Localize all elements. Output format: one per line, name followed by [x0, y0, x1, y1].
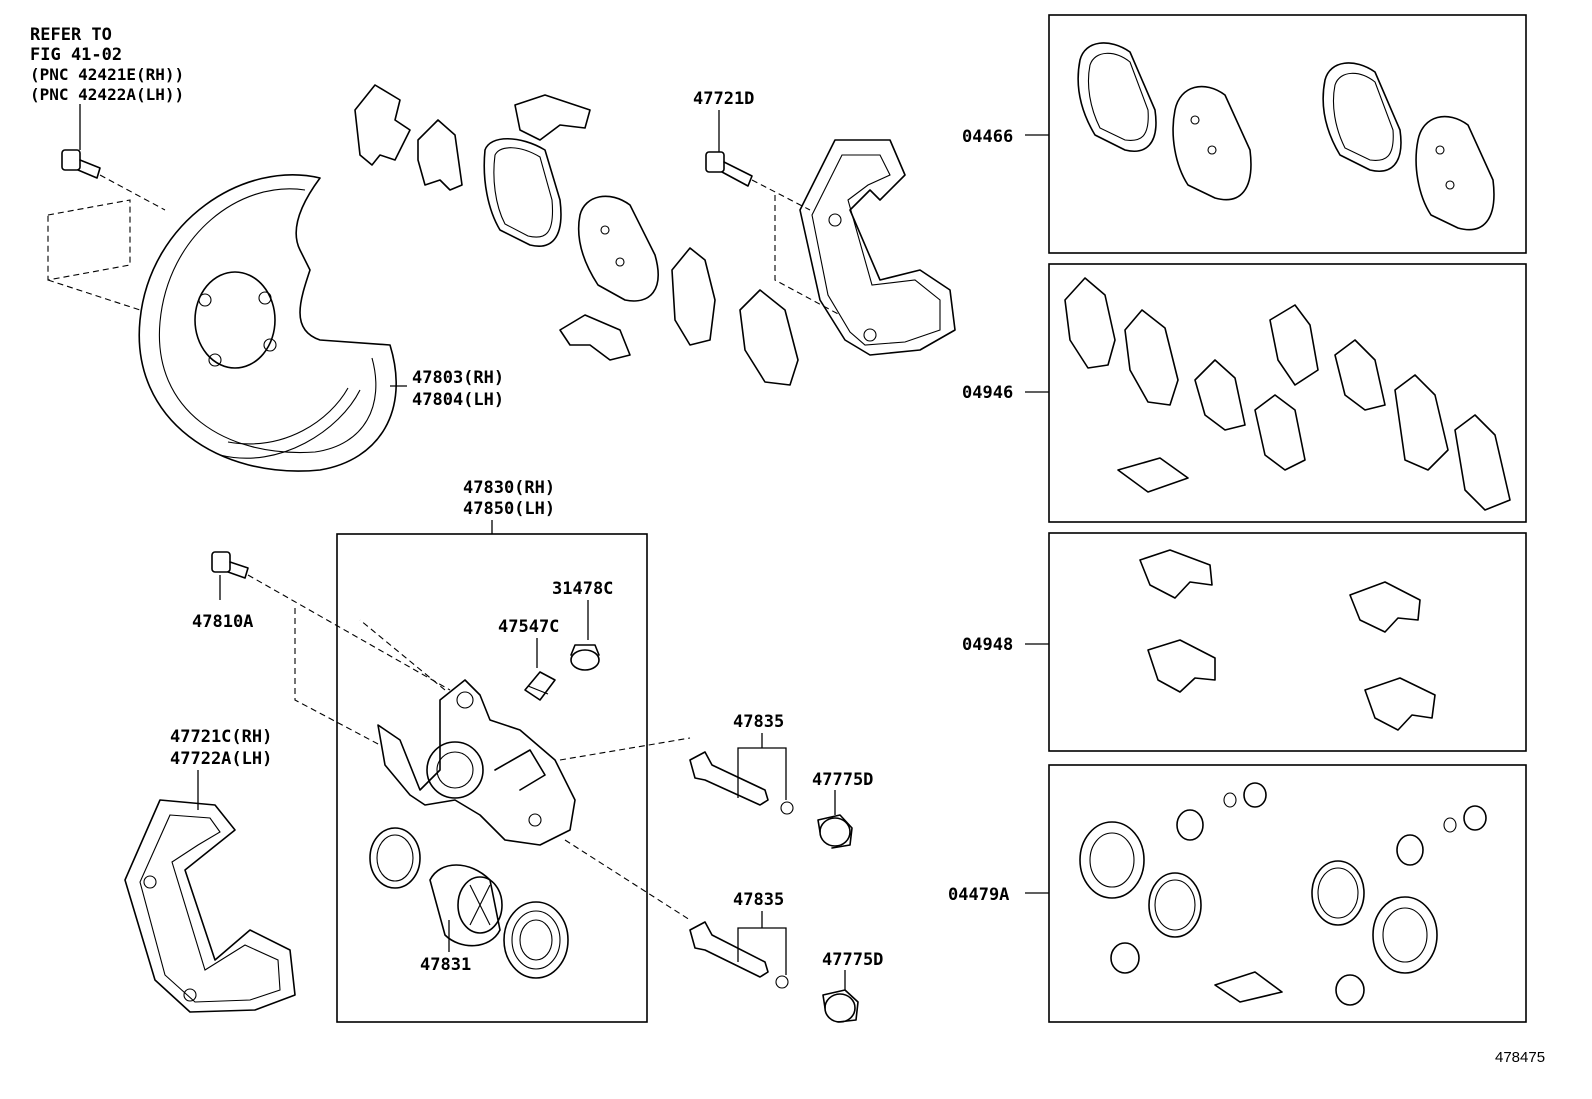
caliper-body-drawing — [377, 679, 576, 846]
kit-04948-clips-drawing — [1139, 549, 1436, 731]
kit-code-04946: 04946 — [962, 383, 1013, 403]
label-47831: 47831 — [420, 955, 471, 975]
pads-and-shims-drawing — [354, 84, 799, 386]
caliper-bracket-upper-drawing — [799, 139, 956, 356]
slide-pin-upper-drawing — [689, 751, 794, 815]
bleeder-cap-drawing — [570, 644, 600, 671]
label-31478C: 31478C — [552, 579, 613, 599]
label-47803: 47803(RH) — [412, 368, 504, 388]
label-47775D-upper: 47775D — [812, 770, 873, 790]
bushing-lower-drawing — [822, 989, 859, 1023]
refer-note-line3: (PNC 42421E(RH)) — [30, 65, 184, 84]
label-47721D: 47721D — [693, 89, 754, 109]
caliper-bracket-lower-drawing — [124, 799, 296, 1013]
kit-box-04466 — [1048, 14, 1527, 254]
kit-box-04946 — [1048, 263, 1527, 523]
bushing-upper-drawing — [817, 814, 853, 849]
refer-note-line1: REFER TO — [30, 25, 112, 45]
kit-box-04948 — [1048, 532, 1527, 752]
mounting-bolt-47721D-drawing — [705, 151, 841, 316]
refer-note-line2: FIG 41-02 — [30, 45, 122, 65]
cylinder-boot-drawing — [503, 901, 569, 979]
piston-seal-drawing — [369, 827, 421, 889]
refer-note-line4: (PNC 42422A(LH)) — [30, 85, 184, 104]
label-47721C: 47721C(RH) — [170, 727, 272, 747]
refer-note: REFER TO FIG 41-02 (PNC 42421E(RH)) (PNC… — [30, 25, 184, 150]
kit-04946-shims-drawing — [1064, 277, 1511, 511]
slide-pin-lower-drawing — [689, 921, 789, 989]
label-47810A: 47810A — [192, 612, 253, 632]
label-47850: 47850(LH) — [463, 499, 555, 519]
kit-code-04479A: 04479A — [948, 885, 1009, 905]
label-47830: 47830(RH) — [463, 478, 555, 498]
kit-box-04479A — [1048, 764, 1527, 1023]
label-47547C: 47547C — [498, 617, 559, 637]
label-47804: 47804(LH) — [412, 390, 504, 410]
bleeder-plug-drawing — [524, 671, 556, 701]
kit-code-04948: 04948 — [962, 635, 1013, 655]
label-47722A: 47722A(LH) — [170, 749, 272, 769]
caliper-assembly-box — [336, 533, 648, 1023]
figure-number: 478475 — [1495, 1049, 1545, 1066]
kit-04466-pads-drawing — [1077, 42, 1495, 231]
label-47775D-lower: 47775D — [822, 950, 883, 970]
backing-plate-bolt-drawing — [61, 149, 166, 211]
kit-04479A-seals-drawing — [1079, 782, 1487, 1006]
dust-cover-drawing — [47, 174, 407, 472]
bolt-47810A-drawing — [211, 551, 451, 746]
kit-code-04466: 04466 — [962, 127, 1013, 147]
label-47835-lower: 47835 — [733, 890, 784, 910]
label-47835-upper: 47835 — [733, 712, 784, 732]
piston-47831-drawing — [429, 864, 503, 947]
